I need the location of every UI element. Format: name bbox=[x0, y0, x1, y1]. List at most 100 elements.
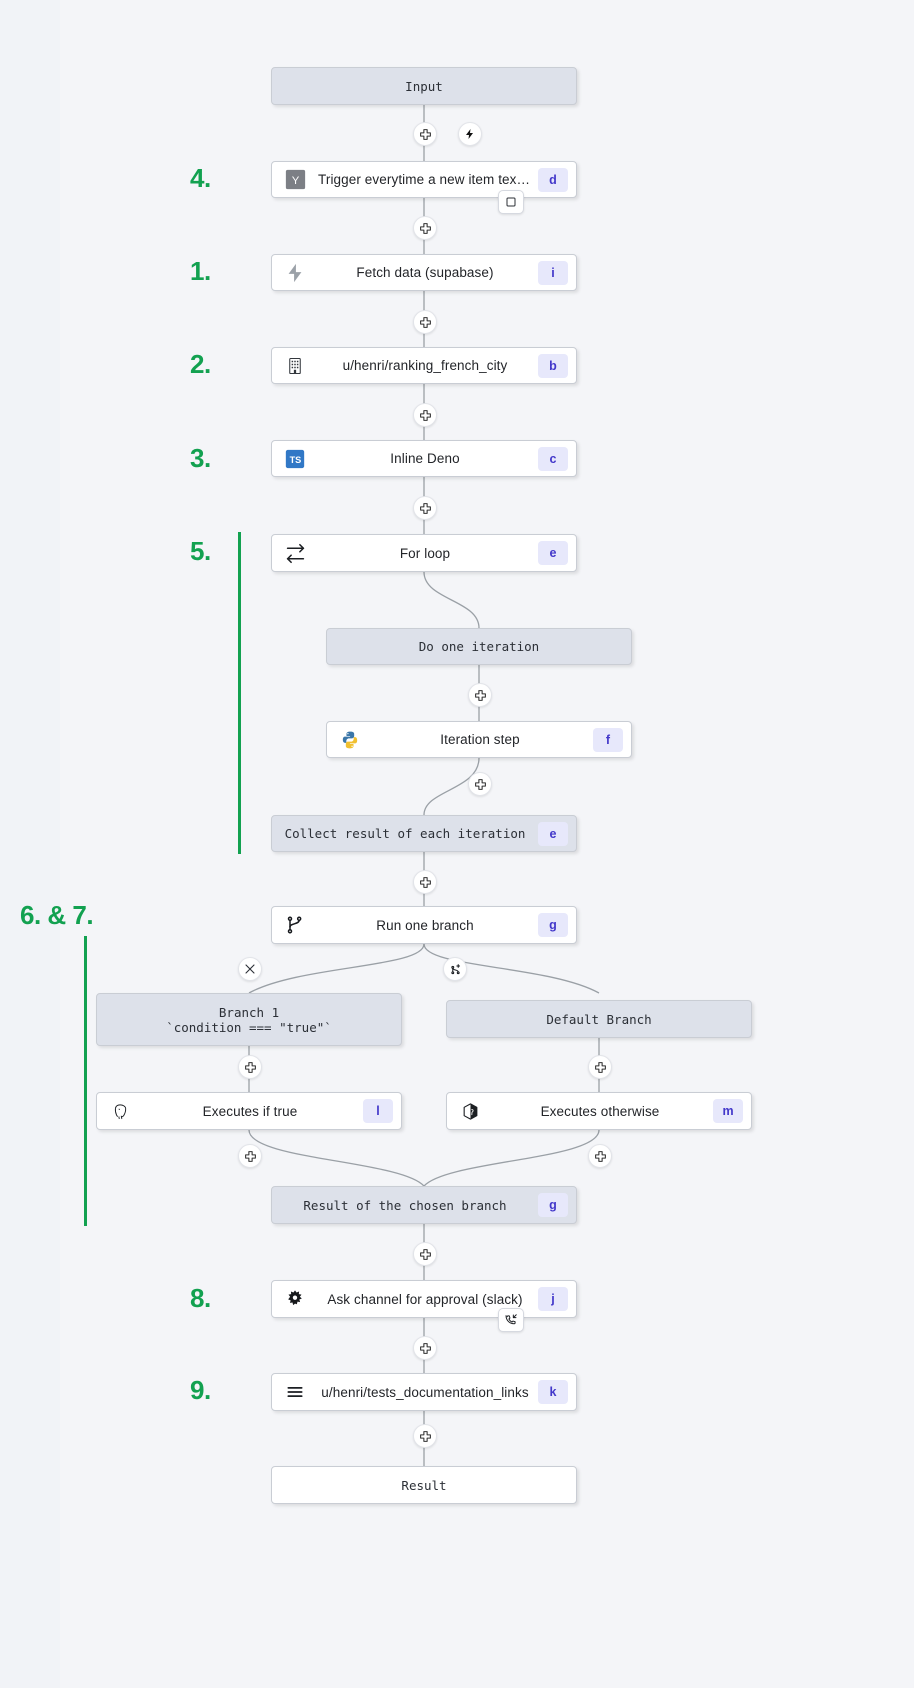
add-step-handle[interactable] bbox=[413, 310, 437, 334]
node-do-one-iteration-label: Do one iteration bbox=[418, 639, 540, 654]
node-run-one-branch-badge: g bbox=[538, 913, 568, 937]
add-step-handle[interactable] bbox=[413, 1424, 437, 1448]
node-slack-approval[interactable]: Ask channel for approval (slack) j bbox=[271, 1280, 577, 1318]
node-inline-deno[interactable]: TS Inline Deno c bbox=[271, 440, 577, 477]
add-step-handle[interactable] bbox=[413, 216, 437, 240]
node-run-one-branch-label: Run one branch bbox=[376, 917, 474, 933]
node-inline-deno-badge: c bbox=[538, 446, 568, 471]
add-step-handle[interactable] bbox=[238, 1144, 262, 1168]
plus-icon bbox=[419, 222, 431, 234]
node-branch-1-title: Branch 1 bbox=[218, 1004, 280, 1020]
node-for-loop[interactable]: For loop e bbox=[271, 534, 577, 572]
phone-callback-icon bbox=[505, 1314, 517, 1325]
node-branch-result-badge: g bbox=[538, 1193, 568, 1217]
node-executes-if-true-badge: l bbox=[363, 1099, 393, 1123]
node-default-branch[interactable]: Default Branch bbox=[446, 1000, 752, 1038]
svg-text:TS: TS bbox=[290, 455, 302, 465]
node-branch-1[interactable]: Branch 1 `condition === "true"` bbox=[96, 993, 402, 1046]
plus-icon bbox=[419, 876, 431, 888]
step-number-9: 9. bbox=[190, 1375, 211, 1405]
step-number-6-and-7: 6. & 7. bbox=[20, 900, 94, 930]
close-x-icon bbox=[245, 964, 255, 974]
node-executes-otherwise[interactable]: Executes otherwise m bbox=[446, 1092, 752, 1130]
trigger-stop-chip[interactable] bbox=[498, 190, 524, 214]
node-collect-result-badge: e bbox=[538, 821, 568, 846]
add-step-handle[interactable] bbox=[413, 122, 437, 146]
node-ranking-french-city[interactable]: u/henri/ranking_french_city b bbox=[271, 347, 577, 384]
add-step-handle[interactable] bbox=[468, 683, 492, 707]
node-for-loop-label: For loop bbox=[399, 545, 451, 561]
plus-icon bbox=[244, 1061, 256, 1073]
step-number-1: 1. bbox=[190, 256, 211, 286]
node-tests-documentation-links-label: u/henri/tests_documentation_links bbox=[321, 1384, 529, 1400]
trigger-bolt-handle[interactable] bbox=[458, 122, 482, 146]
add-step-handle[interactable] bbox=[413, 496, 437, 520]
python-icon bbox=[333, 722, 367, 757]
node-slack-approval-label: Ask channel for approval (slack) bbox=[327, 1291, 523, 1307]
deno-cube-icon bbox=[453, 1093, 487, 1129]
plus-icon bbox=[419, 1430, 431, 1442]
postgres-elephant-icon bbox=[103, 1093, 137, 1129]
step-number-5: 5. bbox=[190, 536, 211, 566]
building-icon bbox=[278, 348, 312, 383]
node-iteration-step-label: Iteration step bbox=[440, 732, 520, 747]
bolt-icon bbox=[466, 129, 473, 139]
node-run-one-branch[interactable]: Run one branch g bbox=[271, 906, 577, 944]
yaml-y-icon: Y bbox=[278, 162, 312, 197]
node-input[interactable]: Input bbox=[271, 67, 577, 105]
step-number-8: 8. bbox=[190, 1283, 211, 1313]
stop-square-icon bbox=[506, 197, 516, 207]
svg-text:Y: Y bbox=[291, 175, 299, 187]
add-branch-handle[interactable] bbox=[443, 957, 467, 981]
node-executes-if-true-label: Executes if true bbox=[202, 1103, 298, 1119]
plus-icon bbox=[474, 689, 486, 701]
add-step-handle[interactable] bbox=[468, 772, 492, 796]
add-branch-icon bbox=[450, 963, 460, 974]
slack-gear-icon bbox=[278, 1281, 312, 1317]
add-step-handle[interactable] bbox=[238, 1055, 262, 1079]
node-tests-documentation-links[interactable]: u/henri/tests_documentation_links k bbox=[271, 1373, 577, 1411]
node-input-label: Input bbox=[405, 78, 443, 94]
branch-rail bbox=[84, 936, 87, 1226]
node-for-loop-badge: e bbox=[538, 541, 568, 565]
delete-branch-handle[interactable] bbox=[238, 957, 262, 981]
add-step-handle[interactable] bbox=[413, 403, 437, 427]
node-result[interactable]: Result bbox=[271, 1466, 577, 1504]
node-collect-result[interactable]: Collect result of each iteration e bbox=[271, 815, 577, 852]
hamburger-lines-icon bbox=[278, 1374, 312, 1410]
node-branch-result[interactable]: Result of the chosen branch g bbox=[271, 1186, 577, 1224]
node-branch-result-label: Result of the chosen branch bbox=[303, 1197, 507, 1213]
add-step-handle[interactable] bbox=[588, 1144, 612, 1168]
add-step-handle[interactable] bbox=[588, 1055, 612, 1079]
slack-approval-chip[interactable] bbox=[498, 1308, 524, 1332]
plus-icon bbox=[594, 1150, 606, 1162]
node-tests-documentation-links-badge: k bbox=[538, 1380, 568, 1404]
node-iteration-step-badge: f bbox=[593, 727, 623, 752]
node-executes-otherwise-badge: m bbox=[713, 1099, 743, 1123]
node-do-one-iteration[interactable]: Do one iteration bbox=[326, 628, 632, 665]
node-ranking-french-city-badge: b bbox=[538, 353, 568, 378]
node-branch-1-label: Branch 1 `condition === "true"` bbox=[97, 1005, 401, 1035]
node-trigger-badge: d bbox=[538, 167, 568, 192]
node-fetch-data-badge: i bbox=[538, 260, 568, 285]
plus-icon bbox=[419, 502, 431, 514]
supabase-bolt-icon bbox=[278, 255, 312, 290]
plus-icon bbox=[419, 1342, 431, 1354]
add-step-handle[interactable] bbox=[413, 1242, 437, 1266]
node-iteration-step[interactable]: Iteration step f bbox=[326, 721, 632, 758]
step-number-3: 3. bbox=[190, 443, 211, 473]
node-executes-if-true[interactable]: Executes if true l bbox=[96, 1092, 402, 1130]
plus-icon bbox=[244, 1150, 256, 1162]
step-number-4: 4. bbox=[190, 163, 211, 193]
plus-icon bbox=[419, 128, 431, 140]
node-trigger-label: Trigger everytime a new item text o… bbox=[318, 172, 538, 187]
plus-icon bbox=[419, 1248, 431, 1260]
plus-icon bbox=[419, 409, 431, 421]
node-executes-otherwise-label: Executes otherwise bbox=[540, 1103, 660, 1119]
node-trigger[interactable]: Y Trigger everytime a new item text o… d bbox=[271, 161, 577, 198]
node-collect-result-label: Collect result of each iteration bbox=[284, 826, 526, 841]
add-step-handle[interactable] bbox=[413, 870, 437, 894]
add-step-handle[interactable] bbox=[413, 1336, 437, 1360]
node-fetch-data[interactable]: Fetch data (supabase) i bbox=[271, 254, 577, 291]
